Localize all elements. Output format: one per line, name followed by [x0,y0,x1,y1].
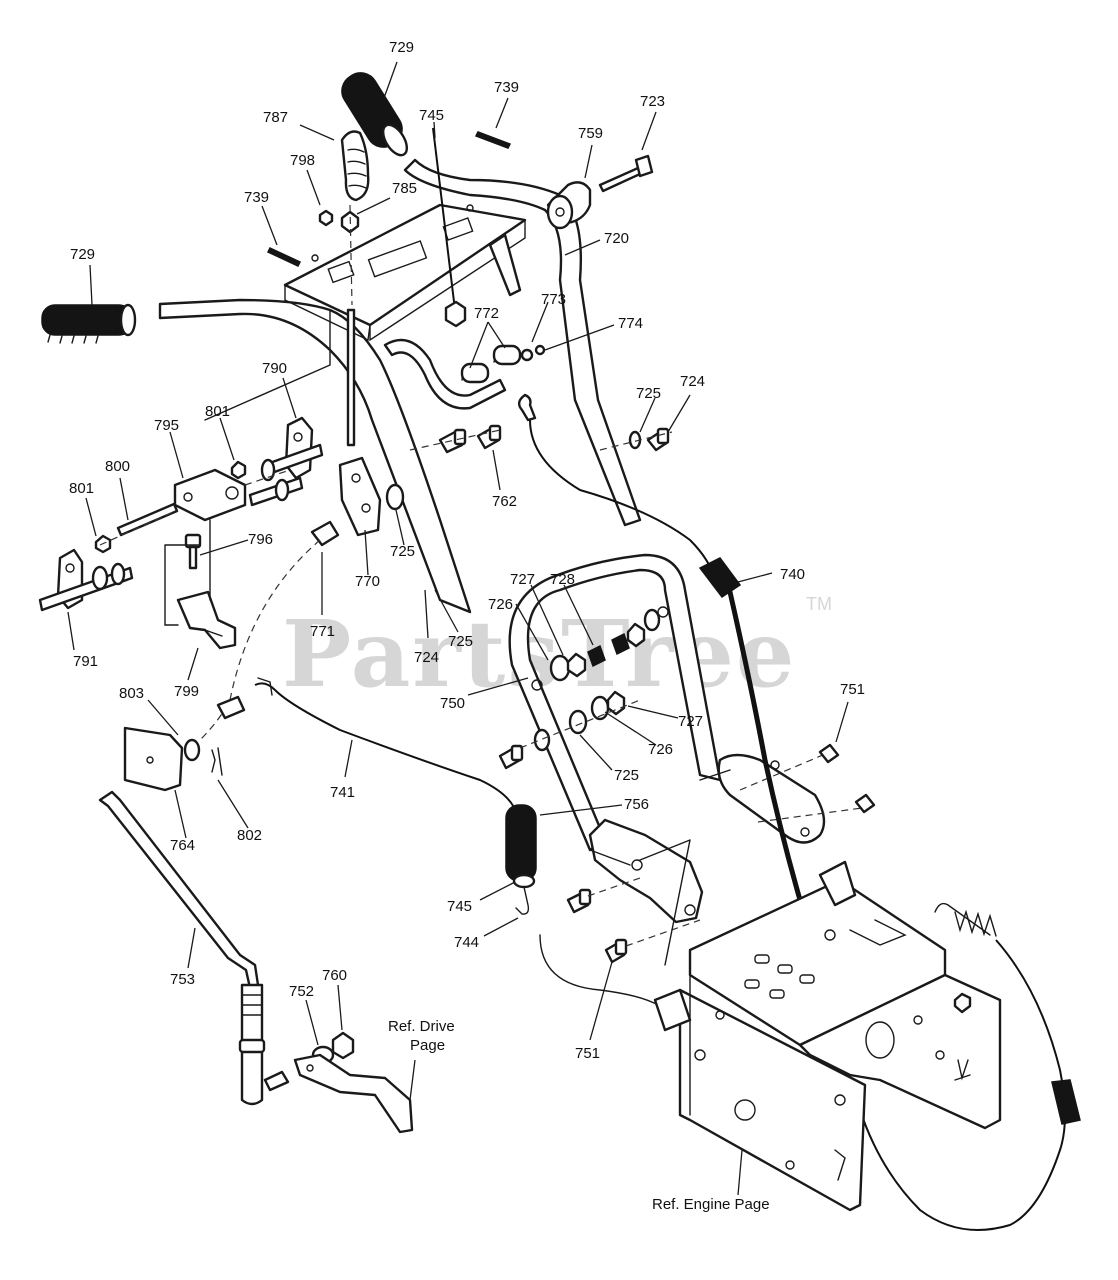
leader-lines [67,61,849,1196]
label-764: 764 [170,837,195,854]
knob-bolt [546,154,654,230]
finger-grip [340,130,370,202]
label-729-top: 729 [389,39,414,56]
label-725-lower: 725 [448,633,473,650]
ref-engine: Ref. Engine Page [652,1196,770,1213]
label-774: 774 [618,315,643,332]
part-labels: 729 787 745 739 723 759 798 785 739 720 … [69,39,865,1062]
label-790: 790 [262,360,287,377]
label-724-right: 724 [680,373,705,390]
label-787: 787 [263,109,288,126]
left-linkage [38,309,331,650]
label-752: 752 [289,983,314,1000]
label-741: 741 [330,784,355,801]
label-799: 799 [174,683,199,700]
label-773: 773 [541,291,566,308]
label-726-top: 726 [488,596,513,613]
lower-left-linkage [98,726,290,1106]
label-745-lower: 745 [447,898,472,915]
rod-771 [199,539,321,741]
label-751-right: 751 [840,681,865,698]
lower-grip [505,804,537,915]
label-772: 772 [474,305,499,322]
ref-drive-line2: Page [410,1037,445,1054]
drive-plate [293,1031,414,1134]
label-745-top: 745 [419,107,444,124]
upper-handle [158,158,642,614]
label-739-left: 739 [244,189,269,206]
watermark-tm: TM [806,594,832,614]
label-725-mid: 725 [390,543,415,560]
label-785: 785 [392,180,417,197]
label-800: 800 [105,458,130,475]
right-cable-spring [859,902,1081,1231]
label-798: 798 [290,152,315,169]
springs [460,344,546,384]
left-grip [41,303,137,344]
label-723: 723 [640,93,665,110]
label-791: 791 [73,653,98,670]
bolts-762 [409,424,502,454]
ref-drive-line1: Ref. Drive [388,1018,455,1035]
engine-frame [653,860,1002,1212]
label-759: 759 [578,125,603,142]
label-756: 756 [624,796,649,813]
label-796: 796 [248,531,273,548]
label-770: 770 [355,573,380,590]
label-729-left: 729 [70,246,95,263]
label-771: 771 [310,623,335,640]
label-728: 728 [550,571,575,588]
label-740: 740 [780,566,805,583]
label-725-right: 725 [636,385,661,402]
label-751-lower: 751 [575,1045,600,1062]
label-795: 795 [154,417,179,434]
label-801-top: 801 [205,403,230,420]
label-753: 753 [170,971,195,988]
cable-740 [517,393,803,903]
label-726-lower: 726 [648,741,673,758]
label-727-lower: 727 [678,713,703,730]
label-760: 760 [322,967,347,984]
label-801-left: 801 [69,480,94,497]
label-802: 802 [237,827,262,844]
label-720: 720 [604,230,629,247]
label-725-bottom: 725 [614,767,639,784]
top-grip [341,72,409,157]
label-727-top: 727 [510,571,535,588]
label-744: 744 [454,934,479,951]
label-724-mid: 724 [414,649,439,666]
label-750: 750 [440,695,465,712]
cable-741 [254,682,518,816]
label-803: 803 [119,685,144,702]
label-739-right: 739 [494,79,519,96]
bracket-770 [310,308,405,547]
label-762: 762 [492,493,517,510]
